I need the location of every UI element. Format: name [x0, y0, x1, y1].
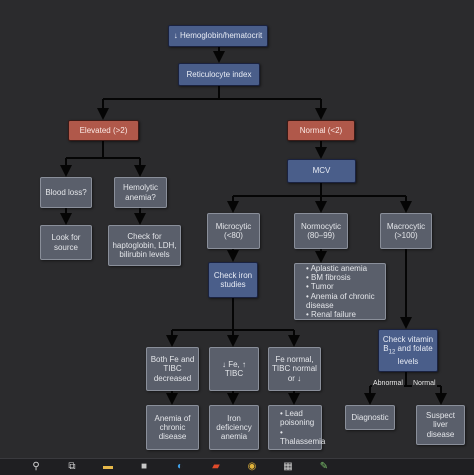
- office-icon[interactable]: ▰: [212, 461, 220, 472]
- list-item: Thalassemia: [280, 428, 325, 446]
- iron-deficiency-node: Iron deficiency anemia: [209, 405, 259, 450]
- normal-edge-label: Normal: [412, 380, 437, 387]
- taskbar: ⚲ ⧉ ▬ ■ ◐ ▰ ◉ ▦ ✎: [0, 458, 474, 475]
- elevated-node: Elevated (>2): [68, 120, 139, 141]
- chrome-icon[interactable]: ◉: [247, 461, 257, 472]
- check-b12-folate-node: Check vitamin B12 and folate levels: [378, 329, 438, 372]
- fe-normal-node: Fe normal, TIBC normal or ↓: [268, 347, 321, 391]
- list-item: Lead poisoning: [280, 409, 325, 427]
- store-bag-icon[interactable]: ▦: [283, 461, 293, 472]
- check-haptoglobin-node: Check for haptoglobin, LDH, bilirubin le…: [108, 225, 181, 266]
- list-item: Tumor: [306, 282, 382, 291]
- normocytic-node: Normocytic (80–99): [294, 213, 348, 249]
- file-explorer-icon[interactable]: ▬: [103, 461, 113, 472]
- macrocytic-node: Macrocytic (>100): [380, 213, 432, 249]
- list-item: Renal failure: [306, 310, 382, 319]
- paint-icon[interactable]: ✎: [319, 461, 329, 472]
- suspect-liver-node: Suspect liver disease: [416, 405, 465, 445]
- diagnostic-node: Diagnostic: [345, 405, 395, 430]
- normal-node: Normal (<2): [287, 120, 355, 141]
- search-icon[interactable]: ⚲: [32, 461, 40, 472]
- list-item: BM fibrosis: [306, 273, 382, 282]
- mcv-node: MCV: [287, 159, 356, 183]
- list-item: Aplastic anemia: [306, 264, 382, 273]
- check-iron-studies-node: Check iron studies: [208, 262, 258, 298]
- edge-icon[interactable]: ◐: [176, 461, 184, 472]
- hemoglobin-node: ↓ Hemoglobin/hematocrit: [168, 25, 268, 47]
- normocytic-causes-node: Aplastic anemiaBM fibrosisTumorAnemia of…: [294, 263, 386, 320]
- list-item: Anemia of chronic disease: [306, 292, 382, 310]
- both-fe-tibc-node: Both Fe and TIBC decreased: [146, 347, 199, 391]
- look-for-source-node: Look for source: [40, 225, 92, 260]
- fe-down-tibc-up-node: ↓ Fe, ↑ TIBC: [209, 347, 259, 391]
- reticulocyte-index-node: Reticulocyte index: [178, 63, 260, 86]
- blood-loss-node: Blood loss?: [40, 177, 92, 208]
- microcytic-node: Microcytic (<80): [207, 213, 260, 249]
- normocytic-causes-list: Aplastic anemiaBM fibrosisTumorAnemia of…: [298, 264, 382, 319]
- store-icon[interactable]: ■: [140, 461, 148, 472]
- hemolytic-anemia-node: Hemolytic anemia?: [114, 177, 167, 208]
- lead-thalassemia-list: Lead poisoningThalassemia: [272, 409, 325, 446]
- anemia-chronic-disease-node: Anemia of chronic disease: [146, 405, 199, 450]
- lead-thalassemia-node: Lead poisoningThalassemia: [268, 405, 325, 450]
- abnormal-edge-label: Abnormal: [372, 380, 404, 387]
- check-b12-label: Check vitamin B12 and folate levels: [382, 335, 434, 366]
- connector-lines: [60, 47, 447, 405]
- task-view-icon[interactable]: ⧉: [68, 461, 76, 472]
